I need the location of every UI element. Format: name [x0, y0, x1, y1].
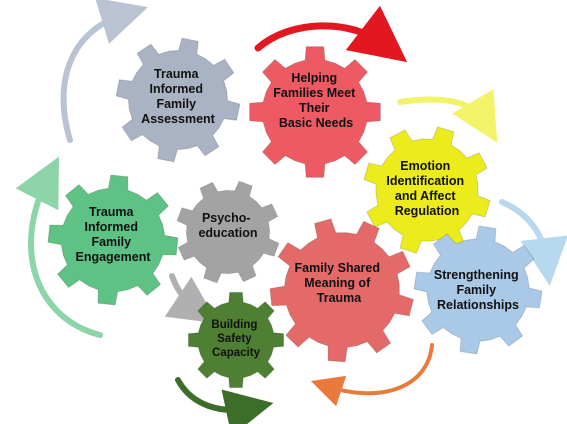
gear-label-basic-needs: Helping Families Meet Their Basic Needs — [273, 71, 358, 130]
gear-emotion — [363, 126, 491, 254]
gear-shape-emotion — [363, 126, 491, 254]
gear-basic-needs — [249, 46, 381, 178]
gear-shape-engagement — [47, 174, 179, 306]
assessment-cycle-arrow — [60, 0, 148, 143]
emotion-cycle-arrow — [397, 89, 498, 143]
gear-shape-assessment — [115, 37, 241, 163]
gear-engagement — [47, 174, 179, 306]
gear-shape-psychoeducation — [176, 180, 280, 284]
gear-assessment — [115, 37, 241, 163]
gear-label-engagement: Trauma Informed Family Engagement — [75, 205, 151, 264]
gear-shape-shared-meaning — [269, 218, 414, 363]
gear-safety — [187, 291, 285, 389]
gear-shape-safety — [187, 291, 285, 389]
gear-shape-basic-needs — [249, 46, 381, 178]
gear-label-emotion: Emotion Identification and Affect Regula… — [386, 159, 467, 218]
gear-label-safety: Building Safety Capacity — [211, 319, 260, 359]
shared-meaning-cycle-arrow — [310, 343, 434, 407]
engagement-cycle-arrow — [15, 156, 103, 338]
gear-psychoeducation — [176, 180, 280, 284]
gear-relationships — [413, 225, 543, 355]
gear-label-psychoeducation: Psycho- education — [198, 211, 257, 240]
gear-shared-meaning — [269, 218, 414, 363]
psychoeducation-cycle-arrow — [164, 273, 218, 324]
basic-needs-cycle-arrow — [254, 5, 408, 63]
safety-cycle-arrow — [175, 377, 274, 424]
relationships-cycle-arrow — [499, 199, 567, 286]
gear-label-assessment: Trauma Informed Family Assessment — [141, 67, 215, 126]
gear-label-shared-meaning: Family Shared Meaning of Trauma — [295, 261, 384, 305]
gear-label-relationships: Strengthening Family Relationships — [434, 268, 522, 312]
gear-shape-relationships — [413, 225, 543, 355]
